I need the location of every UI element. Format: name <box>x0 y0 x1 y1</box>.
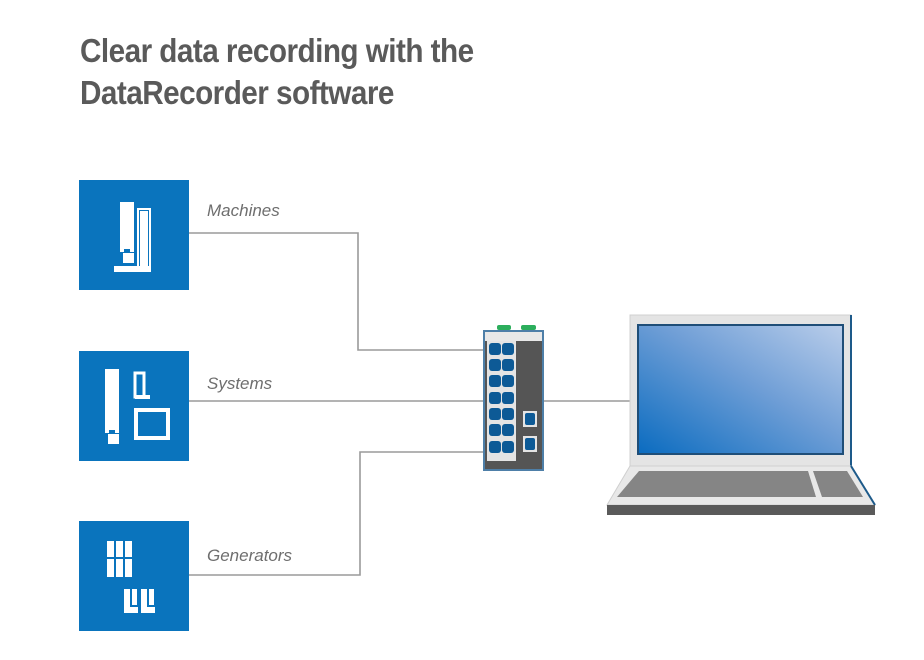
systems-label: Systems <box>207 374 273 393</box>
machines-box <box>79 180 189 290</box>
systems-box <box>79 351 189 461</box>
generators-label: Generators <box>207 546 293 565</box>
machine-icon <box>114 202 151 272</box>
generator-icon <box>107 541 155 613</box>
generators-connector <box>189 451 484 576</box>
system-icon <box>105 369 170 444</box>
title-line-2: DataRecorder software <box>80 74 394 111</box>
title-line-1: Clear data recording with the <box>80 32 474 69</box>
laptop-icon <box>606 314 876 515</box>
page-title: Clear data recording with the DataRecord… <box>80 30 474 114</box>
machines-label: Machines <box>207 201 280 220</box>
generators-box <box>79 521 189 631</box>
machines-connector <box>189 232 484 351</box>
network-switch-icon <box>483 325 544 471</box>
